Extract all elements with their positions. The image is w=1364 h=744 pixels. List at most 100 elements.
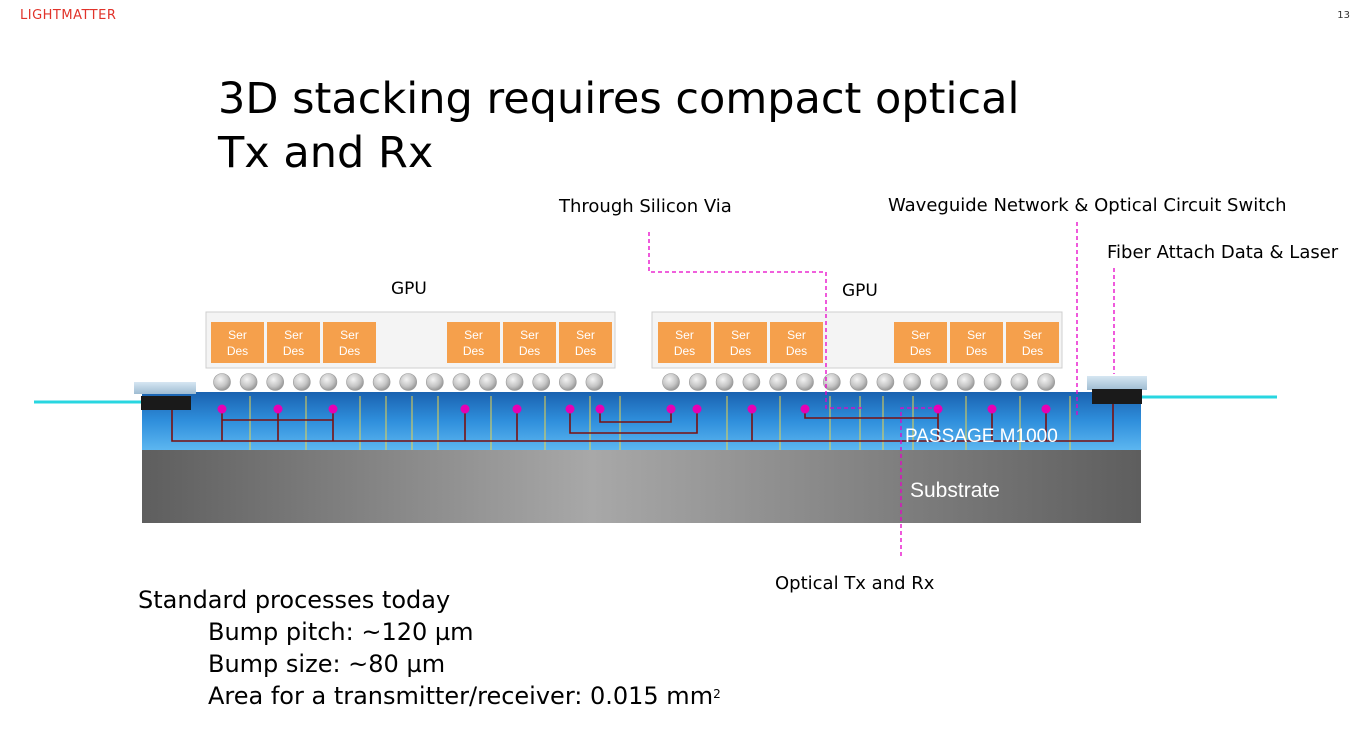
serdes-label-top: Ser [731,328,750,342]
serdes-label-top: Ser [967,328,986,342]
connection-dot [460,404,470,414]
micro-bump [532,373,551,391]
connection-dot [217,404,227,414]
micro-bump [796,373,814,391]
connection-dot [666,404,676,414]
substrate-label: Substrate [910,479,1000,502]
micro-bump [452,373,471,391]
micro-bump [1037,373,1055,391]
serdes-label-top: Ser [675,328,694,342]
micro-bump [903,373,922,391]
serdes-block-body [714,322,767,363]
serdes-label-top: Ser [464,328,483,342]
serdes-label-bottom: Des [463,344,484,358]
connection-dot [933,404,943,414]
serdes-block-body [211,322,264,363]
micro-bump [346,373,364,391]
note-txrx-area-text: Area for a transmitter/receiver: 0.015 m… [208,682,714,710]
right-fiber-connector [1087,376,1147,404]
micro-bump [239,373,258,391]
micro-bump [292,373,311,391]
connection-dot [1041,404,1051,414]
bump-connection-dots [217,404,1051,414]
micro-bump [662,373,680,391]
slide-title-line-1: 3D stacking requires compact optical [218,74,1020,124]
substrate-layer [142,450,1141,523]
serdes-block-body [770,322,823,363]
routing-wires [171,400,1114,442]
gpu-label-right: GPU [842,281,878,301]
notes-heading: Standard processes today [138,586,451,614]
optical-txrx-callout-line [900,407,940,556]
micro-bump [558,373,577,391]
micro-bumps [213,373,1055,391]
micro-bump [688,373,707,391]
micro-bump [930,373,948,391]
serdes-label-top: Ser [576,328,595,342]
micro-bump [1010,373,1029,391]
micro-bump [822,373,841,391]
serdes-label-bottom: Des [227,344,248,358]
gpu-label-left: GPU [391,279,427,299]
micro-bump [266,373,285,391]
serdes-block-body [267,322,320,363]
note-bump-pitch: Bump pitch: ~120 µm [208,618,474,646]
serdes-label-top: Ser [340,328,359,342]
serdes-block-body [559,322,612,363]
serdes-label-top: Ser [1023,328,1042,342]
serdes-block-body [447,322,500,363]
serdes-label-top: Ser [284,328,303,342]
slide-title: 3D stacking requires compact optical Tx … [218,72,1118,180]
note-superscript: 2 [713,687,721,701]
micro-bump [769,373,788,391]
connection-dot [565,404,575,414]
micro-bump [585,373,604,391]
callout-lines [648,222,1115,556]
micro-bump [213,373,231,391]
micro-bump [425,373,444,391]
note-txrx-area: Area for a transmitter/receiver: 0.015 m… [138,680,721,712]
serdes-label-top: Ser [787,328,806,342]
interposer-label: PASSAGE M1000 [905,426,1058,447]
micro-bump [372,373,391,391]
serdes-label-top: Ser [520,328,539,342]
serdes-label-bottom: Des [519,344,540,358]
optical-txrx-callout-label: Optical Tx and Rx [775,573,935,594]
slide-title-line-2: Tx and Rx [218,128,434,178]
left-fiber-connector [134,382,196,410]
serdes-label-bottom: Des [1022,344,1043,358]
serdes-block-body [894,322,947,363]
micro-bump [505,373,524,391]
micro-bump [983,373,1002,391]
serdes-label-bottom: Des [910,344,931,358]
fiber-callout-label: Fiber Attach Data & Laser [1107,242,1339,263]
serdes-label-bottom: Des [786,344,807,358]
serdes-label-bottom: Des [966,344,987,358]
connection-dot [595,404,605,414]
waveguide-callout-label: Waveguide Network & Optical Circuit Swit… [888,195,1287,216]
micro-bump [956,373,975,391]
connection-dot [747,404,757,414]
serdes-blocks: SerDesSerDesSerDesSerDesSerDesSerDesSerD… [211,322,1059,363]
connection-dot [692,404,702,414]
serdes-block-body [503,322,556,363]
tsv-callout-line [648,232,862,409]
serdes-block-body [323,322,376,363]
serdes-label-bottom: Des [283,344,304,358]
serdes-label-top: Ser [911,328,930,342]
process-notes: Standard processes today Bump pitch: ~12… [138,584,721,712]
micro-bump [399,373,418,391]
serdes-label-bottom: Des [339,344,360,358]
micro-bump [849,373,868,391]
note-bump-size: Bump size: ~80 µm [208,650,446,678]
serdes-label-bottom: Des [674,344,695,358]
serdes-block-body [950,322,1003,363]
